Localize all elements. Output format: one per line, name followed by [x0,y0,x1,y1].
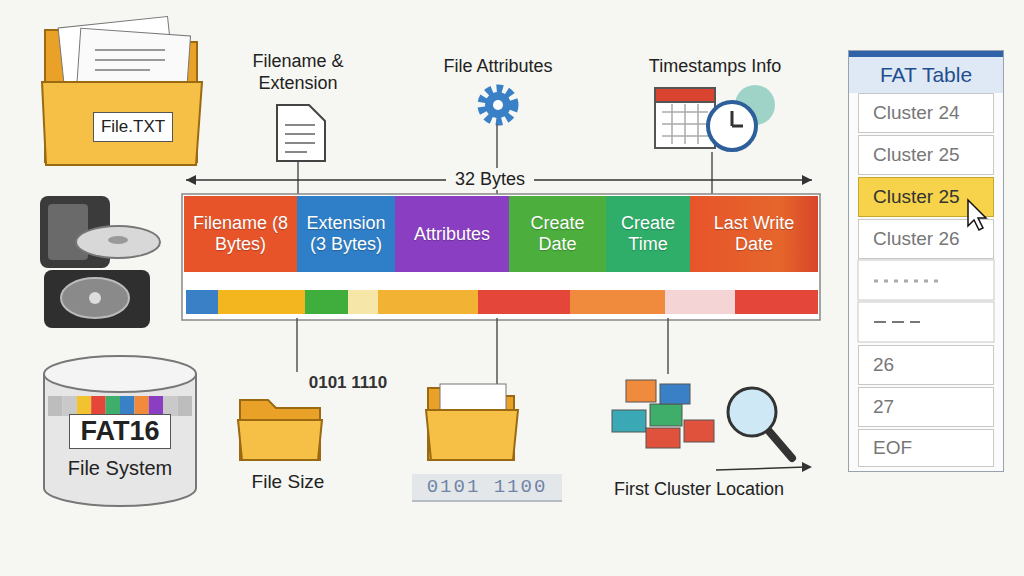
dimension-label: 32 Bytes [446,168,534,190]
byte-strip [186,290,218,314]
folder-front [426,410,518,460]
table-row: Cluster 26 [858,219,994,259]
node-text: Cluster 24 [873,102,960,124]
file-name-tag: File.TXT [93,112,173,142]
node-text: File.TXT [101,117,165,137]
table-row: Cluster 25 [858,135,994,175]
field-label: File Size [240,470,336,493]
section-label: Filename & Extension [222,50,374,94]
magnifier-handle [768,430,792,458]
table-row: 27 [858,387,994,427]
cluster-block [684,420,714,442]
node-text: Attributes [414,224,490,245]
field-segment: Extension (3 Bytes) [297,196,395,272]
section-label: File Attributes [423,55,573,77]
drive-face [48,204,88,260]
cluster-block [626,380,656,402]
color-tile [149,396,163,416]
folder-front [42,82,202,165]
byte-strip [378,290,478,314]
field-segment: Last Write Date [690,196,818,272]
byte-strip [665,290,735,314]
node-text: Last Write Date [694,213,814,255]
cluster-block [612,410,646,432]
node-text: 26 [873,354,894,376]
node-text: Create Date [513,213,602,255]
color-tile [62,396,76,416]
field-segment: Filename (8 Bytes) [184,196,297,272]
node-text: FAT16 [69,414,170,449]
color-tile [91,396,105,416]
node-text: 0101 1100 [427,476,548,498]
paper-lines [95,50,165,70]
color-tile [77,396,91,416]
disc [76,226,160,258]
field-segment: Create Date [509,196,606,272]
node-text: Cluster 25 [873,186,960,208]
document-lines [285,125,315,152]
color-tile [120,396,134,416]
fat-table: FAT TableCluster 24 Cluster 25 Cluster 25 C… [848,50,1004,472]
cylinder-top [44,356,196,392]
node-text: Cluster 26 [873,228,960,250]
byte-strip [478,290,570,314]
cluster-block [660,384,690,404]
table-row: 26 [858,345,994,385]
table-row: Cluster 24 [858,93,994,133]
field-segment: Attributes [395,196,509,272]
binary-label: 0101 1110 [298,372,398,393]
color-tile [134,396,148,416]
gear-teeth [482,89,514,121]
node-text: Extension (3 Bytes) [301,213,391,255]
node-text: EOF [873,437,912,459]
table-row: EOF [858,429,994,467]
calendar-body [655,100,715,148]
color-tile [106,396,120,416]
node-text: File System [68,457,172,480]
cluster-block [646,428,680,448]
calendar-top [655,88,715,102]
node-text: 27 [873,396,894,418]
entry-band-frame [182,194,820,320]
spindle [89,292,101,304]
folder-front [238,420,322,460]
cluster-block [650,404,682,426]
disc-hub [108,236,128,244]
byte-strip [218,290,305,314]
file-system-cylinder: FAT16File System [40,352,200,512]
byte-strip [735,290,818,314]
color-tile [48,396,62,416]
pointer-line [716,467,806,470]
pointer-arrowhead [802,462,812,472]
node-text: Filename (8 Bytes) [188,213,293,255]
platter [61,278,129,318]
highlighted-row: Cluster 25 [858,177,994,217]
node-text: Create Time [610,213,686,255]
color-tile [178,396,192,416]
hard-drive [44,270,150,328]
magnifier-lens [728,388,776,436]
byte-strip [305,290,348,314]
clock-icon [708,102,756,150]
color-tile [163,396,177,416]
document-icon [277,105,325,161]
leader-lines [298,124,712,196]
calendar-grid [662,104,708,144]
gear-icon [485,92,511,118]
clock-hands [732,111,743,126]
field-segment: Create Time [606,196,690,272]
node-text: Cluster 25 [873,144,960,166]
byte-strip [570,290,665,314]
field-label: First Cluster Location [596,478,802,500]
node-text: FAT Table [849,51,1003,93]
byte-strip [348,290,378,314]
binary-value-box: 0101 1100 [412,474,562,502]
section-label: Timestamps Info [630,55,800,77]
gear-hole [493,100,503,110]
cylinder-body [44,374,196,506]
